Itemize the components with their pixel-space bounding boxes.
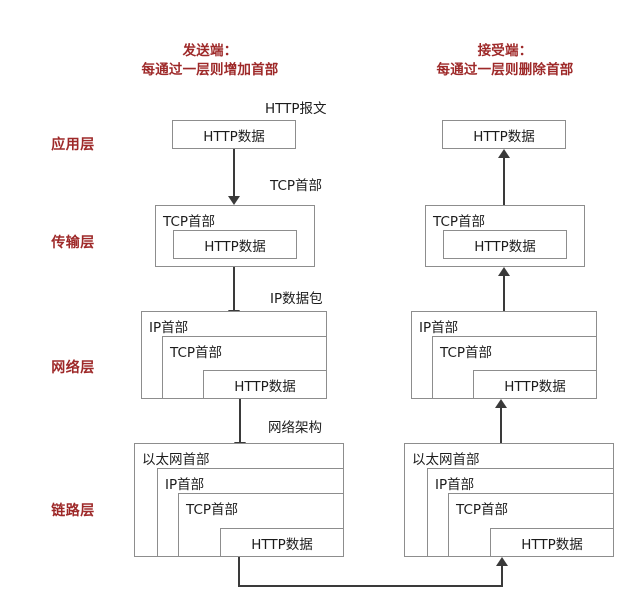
physical-link-arrow-head bbox=[496, 557, 508, 566]
receiver-heading-subtitle: 每通过一层则删除首部 bbox=[436, 62, 574, 78]
sender-network-data-label: HTTP数据 bbox=[234, 378, 296, 395]
layer-label-transport: 传输层 bbox=[51, 235, 95, 251]
edge-label-tcp-header: TCP首部 bbox=[270, 178, 323, 194]
sender-arrow-transport-to-network-line bbox=[233, 267, 235, 312]
sender-arrow-app-to-transport-line bbox=[233, 149, 235, 198]
sender-network-tcp-header-label: TCP首部 bbox=[170, 345, 223, 361]
receiver-transport-data-label: HTTP数据 bbox=[474, 238, 536, 255]
layer-label-network: 网络层 bbox=[51, 360, 95, 376]
sender-transport-tcp-header-label: TCP首部 bbox=[163, 214, 216, 230]
sender-heading: 发送端： 每通过一层则增加首部 bbox=[115, 42, 305, 80]
edge-label-http-message: HTTP报文 bbox=[265, 101, 327, 117]
sender-link-ethernet-header-label: 以太网首部 bbox=[142, 452, 210, 468]
sender-arrow-network-to-link-line bbox=[239, 399, 241, 444]
sender-application-data-box: HTTP数据 bbox=[172, 120, 296, 149]
sender-heading-subtitle: 每通过一层则增加首部 bbox=[141, 62, 279, 78]
sender-network-ip-header-label: IP首部 bbox=[149, 320, 189, 336]
receiver-arrow-transport-to-app-line bbox=[503, 158, 505, 205]
sender-link-ip-header-label: IP首部 bbox=[165, 477, 205, 493]
receiver-arrow-link-to-network-line bbox=[500, 408, 502, 443]
receiver-link-data-label: HTTP数据 bbox=[521, 536, 583, 553]
physical-link-right-rise bbox=[501, 566, 503, 586]
edge-label-network-frame: 网络架构 bbox=[268, 420, 322, 436]
receiver-arrow-network-to-transport-head bbox=[498, 267, 510, 276]
receiver-heading: 接受端： 每通过一层则删除首部 bbox=[405, 42, 605, 80]
receiver-transport-data-box: HTTP数据 bbox=[443, 230, 567, 259]
receiver-transport-tcp-header-label: TCP首部 bbox=[433, 214, 486, 230]
receiver-application-data-label: HTTP数据 bbox=[473, 128, 535, 145]
receiver-heading-title: 接受端： bbox=[477, 43, 533, 59]
sender-arrow-app-to-transport-head bbox=[228, 196, 240, 205]
sender-link-data-label: HTTP数据 bbox=[251, 536, 313, 553]
receiver-link-ip-header-label: IP首部 bbox=[435, 477, 475, 493]
receiver-application-data-box: HTTP数据 bbox=[442, 120, 566, 149]
receiver-link-data-box: HTTP数据 bbox=[490, 528, 614, 557]
sender-heading-title: 发送端： bbox=[182, 43, 238, 59]
receiver-network-ip-header-label: IP首部 bbox=[419, 320, 459, 336]
receiver-network-data-label: HTTP数据 bbox=[504, 378, 566, 395]
receiver-network-tcp-header-label: TCP首部 bbox=[440, 345, 493, 361]
sender-application-data-label: HTTP数据 bbox=[203, 128, 265, 145]
sender-link-tcp-header-label: TCP首部 bbox=[186, 502, 239, 518]
receiver-link-ethernet-header-label: 以太网首部 bbox=[412, 452, 480, 468]
layer-label-application: 应用层 bbox=[51, 137, 95, 153]
edge-label-ip-packet: IP数据包 bbox=[270, 291, 323, 307]
sender-network-tcp-header-box: TCP首部 bbox=[162, 336, 327, 399]
sender-transport-data-label: HTTP数据 bbox=[204, 238, 266, 255]
layer-label-link: 链路层 bbox=[51, 503, 95, 519]
physical-link-left-drop bbox=[238, 557, 240, 587]
receiver-network-data-box: HTTP数据 bbox=[473, 370, 597, 399]
sender-transport-data-box: HTTP数据 bbox=[173, 230, 297, 259]
sender-network-data-box: HTTP数据 bbox=[203, 370, 327, 399]
physical-link-horizontal bbox=[238, 585, 503, 587]
receiver-arrow-network-to-transport-line bbox=[503, 276, 505, 311]
receiver-link-tcp-header-label: TCP首部 bbox=[456, 502, 509, 518]
receiver-arrow-transport-to-app-head bbox=[498, 149, 510, 158]
sender-link-data-box: HTTP数据 bbox=[220, 528, 344, 557]
receiver-arrow-link-to-network-head bbox=[495, 399, 507, 408]
